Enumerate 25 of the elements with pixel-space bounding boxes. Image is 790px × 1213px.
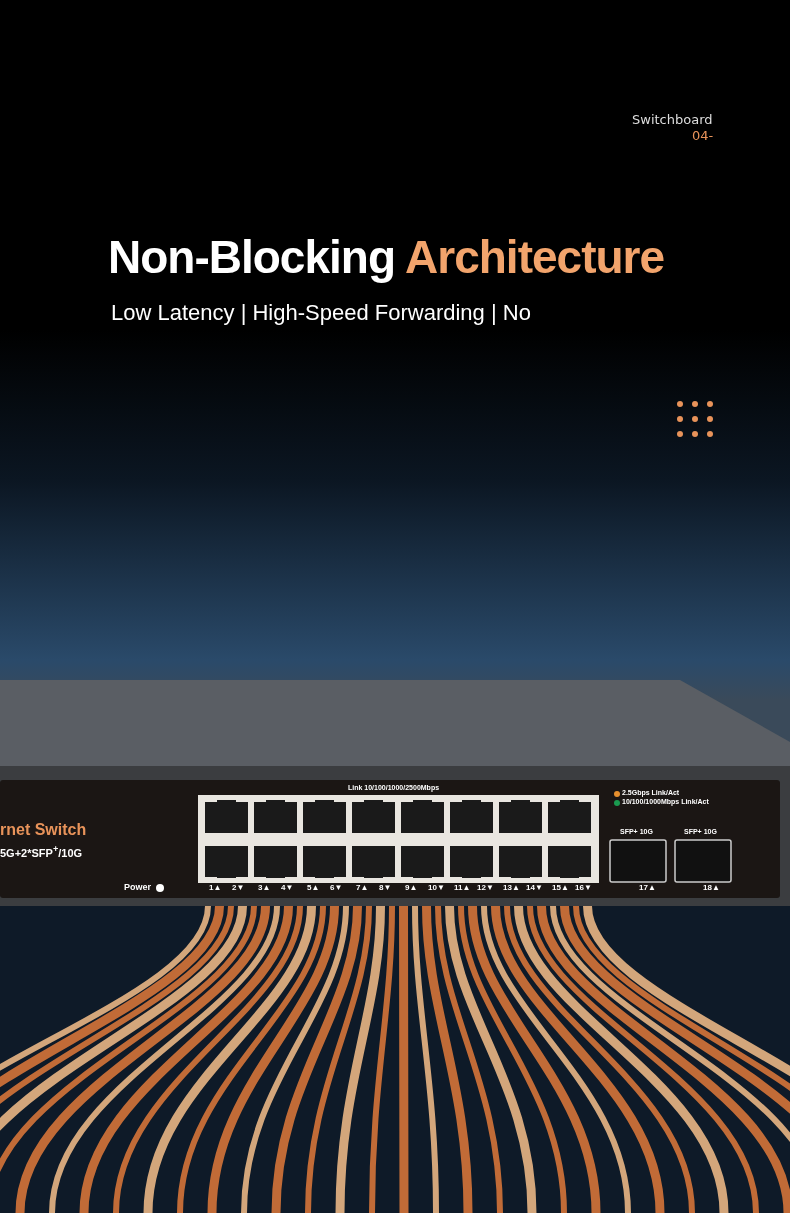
port-number: 15▲ <box>552 883 569 892</box>
port-number: 11▲ <box>454 883 471 892</box>
port-number: 17▲ <box>639 883 656 892</box>
product-name: rnet Switch <box>0 821 87 839</box>
port-number: 6▼ <box>330 883 343 892</box>
port-number: 12▼ <box>477 883 494 892</box>
port-number: 1▲ <box>209 883 222 892</box>
port-number: 8▼ <box>379 883 392 892</box>
port-number: 4▼ <box>281 883 294 892</box>
port-number: 14▼ <box>526 883 543 892</box>
port-number: 10▼ <box>428 883 445 892</box>
port-number: 2▼ <box>232 883 245 892</box>
port-number: 13▲ <box>503 883 520 892</box>
section-label: Switchboard <box>632 112 713 127</box>
port-number: 18▲ <box>703 883 720 892</box>
port-number: 5▲ <box>307 883 320 892</box>
power-label: Power <box>124 882 151 892</box>
port-number: 3▲ <box>258 883 271 892</box>
port-spec: 5G+2*SFP$^{+}$/10G <box>0 844 83 859</box>
port-number: 16▼ <box>575 883 592 892</box>
subtitle: Low Latency | High-Speed Forwarding | No <box>111 300 531 326</box>
title: Non-Blocking Architecture <box>108 230 665 284</box>
section-number: 04- <box>692 128 714 143</box>
port-number: 9▲ <box>405 883 418 892</box>
port-number: 7▲ <box>356 883 369 892</box>
